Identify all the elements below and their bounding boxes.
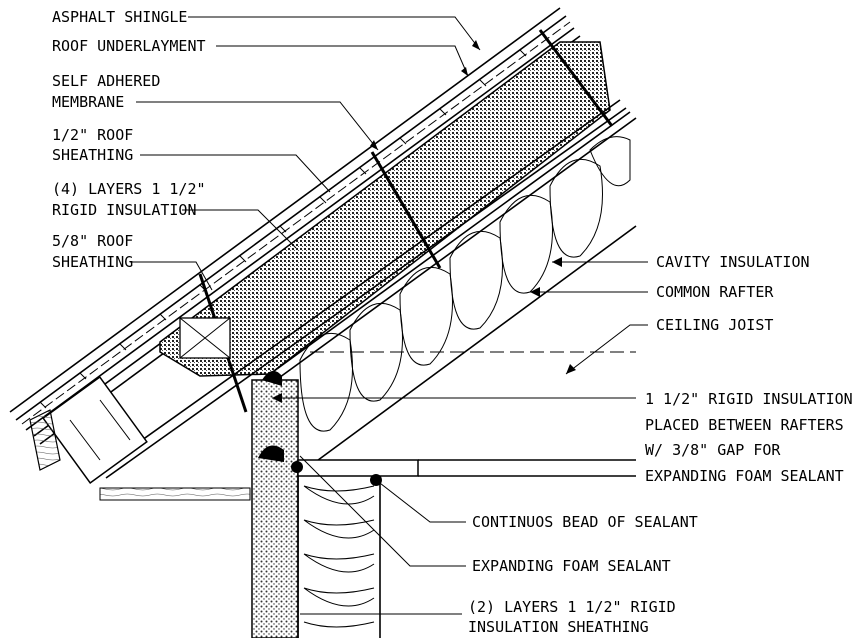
rafter-cavity	[269, 111, 637, 467]
label-rigid-between-line4: EXPANDING FOAM SEALANT	[645, 467, 844, 485]
label-self-adhered-line2: MEMBRANE	[52, 93, 124, 111]
label-two-layers-line2: INSULATION SHEATHING	[468, 618, 649, 636]
shingle-tabs	[39, 49, 527, 409]
label-expanding-foam: EXPANDING FOAM SEALANT	[472, 557, 671, 575]
leader-lines	[130, 16, 648, 615]
label-ceiling-joist: CEILING JOIST	[656, 316, 773, 334]
label-roof-sheathing-58-line2: SHEATHING	[52, 253, 133, 271]
wall-assembly	[251, 370, 636, 638]
label-two-layers-line1: (2) LAYERS 1 1/2" RIGID	[468, 598, 676, 616]
label-roof-underlayment: ROOF UNDERLAYMENT	[52, 37, 206, 55]
label-self-adhered-line1: SELF ADHERED	[52, 72, 160, 90]
label-roof-sheathing-half-line1: 1/2" ROOF	[52, 126, 133, 144]
right-labels: CAVITY INSULATION COMMON RAFTER CEILING …	[468, 253, 852, 636]
roof-assembly	[9, 7, 627, 501]
label-rigid-insulation-line2: RIGID INSULATION	[52, 201, 197, 219]
label-continuous-bead: CONTINUOS BEAD OF SEALANT	[472, 513, 698, 531]
label-rigid-between-line1: 1 1/2" RIGID INSULATION	[645, 390, 852, 408]
left-labels: ASPHALT SHINGLE ROOF UNDERLAYMENT SELF A…	[52, 8, 206, 271]
label-cavity-insulation: CAVITY INSULATION	[656, 253, 810, 271]
label-rigid-between-line3: W/ 3/8" GAP FOR	[645, 441, 781, 459]
label-rigid-between-line2: PLACED BETWEEN RAFTERS	[645, 416, 844, 434]
label-common-rafter: COMMON RAFTER	[656, 283, 774, 301]
label-asphalt-shingle: ASPHALT SHINGLE	[52, 8, 187, 26]
label-roof-sheathing-half-line2: SHEATHING	[52, 146, 133, 164]
label-roof-sheathing-58-line1: 5/8" ROOF	[52, 232, 133, 250]
label-rigid-insulation-line1: (4) LAYERS 1 1/2"	[52, 180, 206, 198]
